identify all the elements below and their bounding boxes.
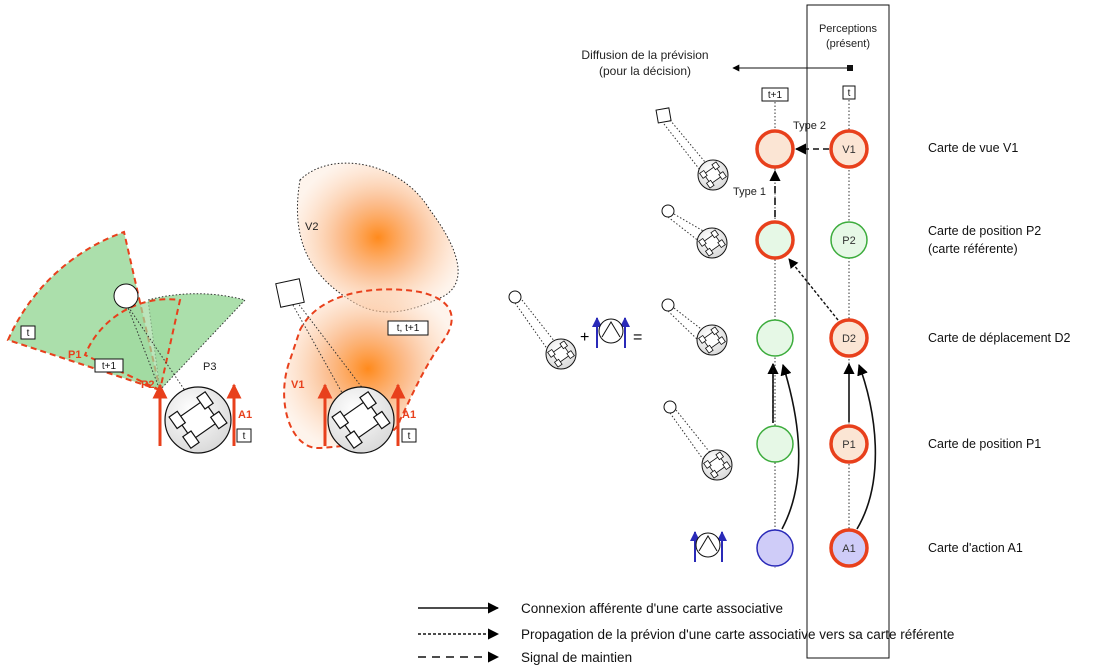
middle-scene: V2 V1 t, t+1 A1 t xyxy=(275,162,459,454)
row-glyphs xyxy=(655,107,733,562)
mid-time-box xyxy=(387,320,429,336)
action-time-box-left xyxy=(236,428,252,443)
target-square xyxy=(275,278,305,308)
robot-middle xyxy=(327,386,395,454)
col-header-t1 xyxy=(761,87,789,102)
diffusion-label-line2: (pour la décision) xyxy=(599,64,691,78)
node-d2-t1 xyxy=(756,319,794,357)
node-a1-t-label: A1 xyxy=(842,543,855,555)
action-label-left: A1 xyxy=(238,409,252,421)
node-p2-t1 xyxy=(755,220,795,260)
node-a1-t xyxy=(829,528,869,568)
action-time-text-mid: t xyxy=(408,431,411,442)
mid-time-box-text: t, t+1 xyxy=(397,323,420,334)
node-p2-t-label: P2 xyxy=(842,235,855,247)
perceptions-title-line2: (présent) xyxy=(826,38,870,50)
row-label-d2: Carte de déplacement D2 xyxy=(928,331,1070,345)
action-time-box-mid xyxy=(401,428,417,443)
equals-sign: = xyxy=(633,329,642,346)
node-v1-t xyxy=(829,129,869,169)
perceptions-box xyxy=(806,4,890,659)
view-blob-v2 xyxy=(296,162,459,313)
diffusion-label-line1: Diffusion de la prévision xyxy=(581,48,708,62)
action-label-mid: A1 xyxy=(402,409,416,421)
action-glyph-equation xyxy=(592,317,630,348)
plus-sign: + xyxy=(580,329,589,346)
perceptions-title-line1: Perceptions xyxy=(819,23,878,35)
target-circle xyxy=(113,283,139,309)
sector-label-p1: P1 xyxy=(68,349,81,361)
node-v1-t1 xyxy=(755,129,795,169)
row-label-p2-sub: (carte référente) xyxy=(928,242,1018,256)
robot-row-p1 xyxy=(701,449,733,481)
row-labels: Carte de vue V1 Carte de position P2 (ca… xyxy=(928,141,1070,555)
node-v1-t-label: V1 xyxy=(842,144,855,156)
row-label-p1: Carte de position P1 xyxy=(928,437,1041,451)
node-p2-t xyxy=(830,221,868,259)
col-header-t xyxy=(842,85,856,100)
robot-left xyxy=(164,386,232,454)
time-box-t1 xyxy=(94,358,124,373)
legend-dotted-label: Propagation de la prévion d'une carte as… xyxy=(521,627,954,642)
sector-label-p2: P2 xyxy=(141,379,154,391)
row-label-a1: Carte d'action A1 xyxy=(928,541,1023,555)
sector-label-p3: P3 xyxy=(203,361,216,373)
node-d2-t-label: D2 xyxy=(842,333,856,345)
col-header-t1-text: t+1 xyxy=(768,90,783,101)
robot-row-p2 xyxy=(696,227,728,259)
view-label-v2: V2 xyxy=(305,221,318,233)
view-label-v1: V1 xyxy=(291,379,304,391)
robot-row-d2 xyxy=(696,324,728,356)
equation: + = xyxy=(508,290,642,370)
node-p1-t xyxy=(829,424,869,464)
action-glyph-row-a1 xyxy=(690,531,727,562)
legend-solid-label: Connexion afférente d'une carte associat… xyxy=(521,601,783,616)
node-p1-t-label: P1 xyxy=(842,439,855,451)
col-header-t-text: t xyxy=(848,88,851,99)
type1-label: Type 1 xyxy=(733,186,766,198)
legend: Connexion afférente d'une carte associat… xyxy=(418,601,954,665)
left-scene: P1 P2 P3 t t+1 A1 t xyxy=(6,230,252,454)
robot-row-v1 xyxy=(697,159,729,191)
node-a1-t1 xyxy=(756,529,794,567)
type2-label: Type 2 xyxy=(793,120,826,132)
node-p1-t1 xyxy=(756,425,794,463)
legend-dashed-label: Signal de maintien xyxy=(521,650,632,665)
sector-p2 xyxy=(83,298,182,392)
row-label-v1: Carte de vue V1 xyxy=(928,141,1018,155)
robot-equation xyxy=(545,338,577,370)
node-d2-t xyxy=(829,318,869,358)
time-box-t xyxy=(20,325,36,340)
time-box-t-text: t xyxy=(27,328,30,339)
row-label-p2: Carte de position P2 xyxy=(928,224,1041,238)
map-columns: Perceptions (présent) Diffusion de la pr… xyxy=(581,4,890,659)
action-time-text-left: t xyxy=(243,431,246,442)
time-box-t1-text: t+1 xyxy=(102,361,117,372)
